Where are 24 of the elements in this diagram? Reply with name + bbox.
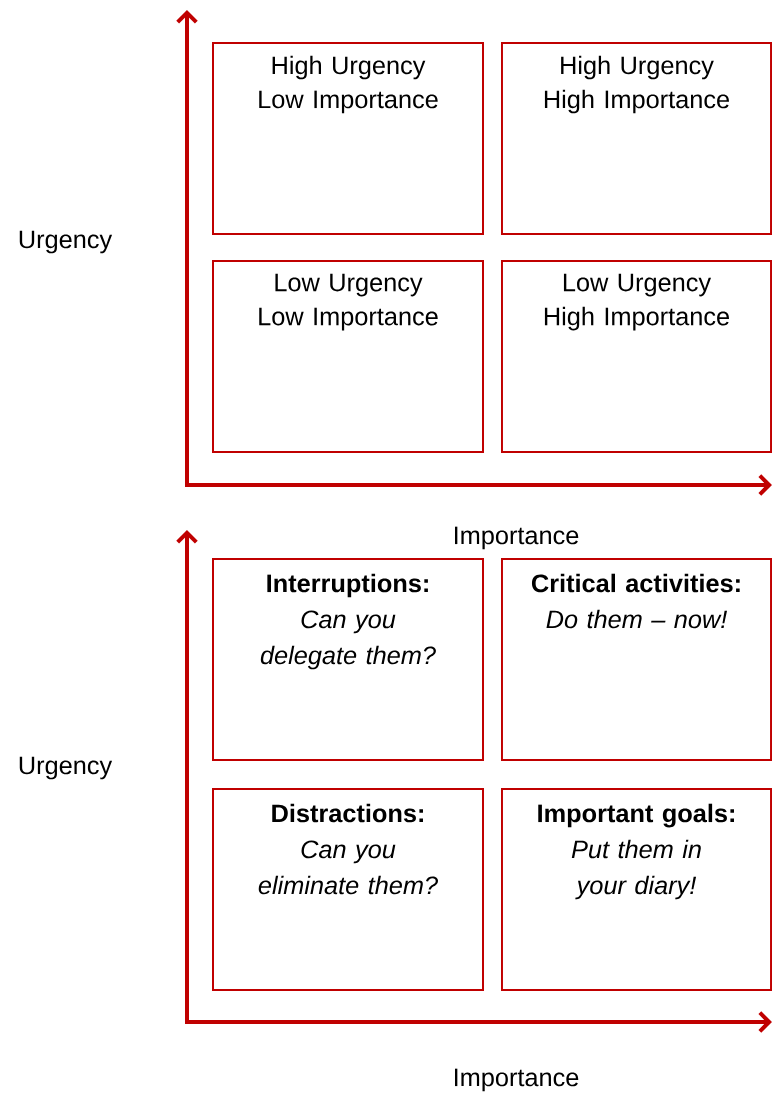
quadrant-box — [212, 260, 484, 453]
axis-label: Importance — [455, 526, 579, 550]
quadrant-heading: Critical activities: — [531, 573, 740, 593]
quadrant-box — [500, 42, 772, 235]
axis-label: Urgency — [19, 756, 113, 780]
quadrant-note: Can you eliminate them? — [258, 840, 438, 895]
quadrant-box — [500, 787, 772, 992]
axis-label: Urgency — [19, 230, 113, 254]
quadrant-text: High Urgency High Importance — [544, 55, 729, 114]
quadrant-heading: Interruptions: — [267, 573, 428, 598]
quadrant-heading: Distractions: — [272, 803, 423, 823]
quadrant-heading: Important goals: — [538, 803, 734, 828]
quadrant-box — [212, 787, 484, 992]
quadrant-note: Can you delegate them? — [260, 610, 436, 670]
axis-label: Importance — [455, 1068, 579, 1092]
quadrant-box — [212, 557, 484, 762]
quadrant-note: Do them – now! — [546, 609, 728, 629]
quadrant-text: Low Urgency Low Importance — [259, 273, 438, 331]
quadrant-box — [500, 260, 772, 453]
quadrant-text: High Urgency Low Importance — [259, 55, 438, 114]
quadrant-text: Low Urgency High Importance — [544, 273, 729, 331]
quadrant-note: Put them in your diary! — [571, 839, 701, 900]
quadrant-box — [212, 42, 484, 235]
quadrant-box — [500, 557, 772, 762]
